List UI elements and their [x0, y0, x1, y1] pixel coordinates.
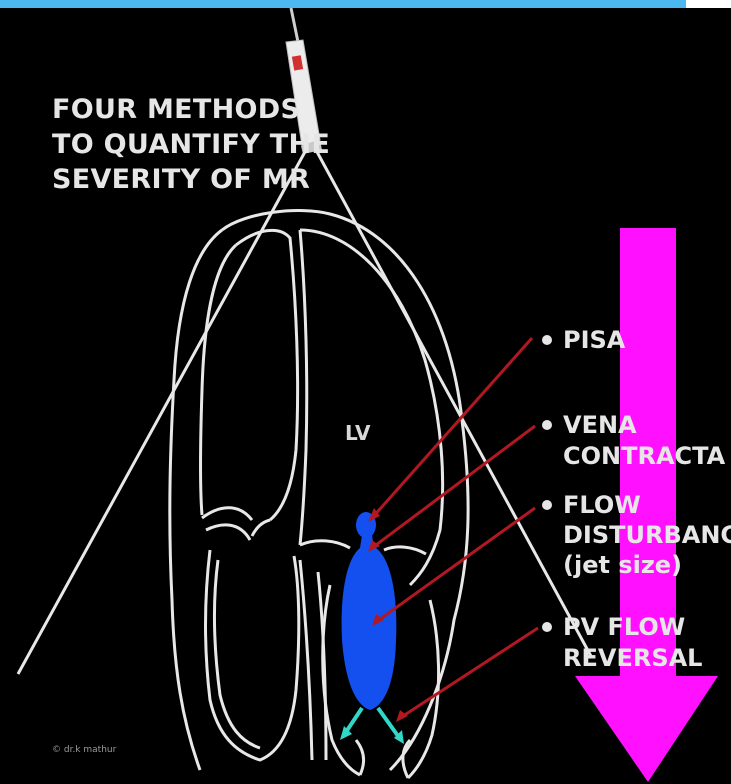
method-vena-line-2: CONTRACTA	[563, 442, 726, 470]
diagram-title: FOUR METHODS TO QUANTIFY THE SEVERITY OF…	[52, 94, 330, 195]
method-pisa: PISA	[563, 326, 626, 354]
method-flow-line-3: (jet size)	[563, 551, 682, 579]
bullet-icon	[542, 622, 552, 632]
mr-jet	[342, 512, 397, 710]
method-vena-line-1: VENA	[563, 411, 637, 439]
lv-label: LV	[345, 421, 371, 445]
pv-flow-arrows	[340, 708, 404, 744]
credit-text: © dr.k mathur	[52, 745, 117, 755]
bullet-icon	[542, 335, 552, 345]
method-pv-line-2: REVERSAL	[563, 644, 702, 672]
bullet-icon	[542, 500, 552, 510]
sector-lines	[18, 150, 592, 674]
heart-outline	[170, 211, 468, 778]
title-line-1: FOUR METHODS	[52, 94, 300, 125]
bullet-icon	[542, 420, 552, 430]
method-flow-line-2: DISTURBANCE	[563, 521, 731, 549]
method-pv-line-1: PV FLOW	[563, 613, 685, 641]
method-flow-line-1: FLOW	[563, 491, 641, 519]
title-line-2: TO QUANTIFY THE	[52, 129, 330, 160]
title-line-3: SEVERITY OF MR	[52, 164, 310, 195]
pointer-lines	[372, 338, 538, 718]
